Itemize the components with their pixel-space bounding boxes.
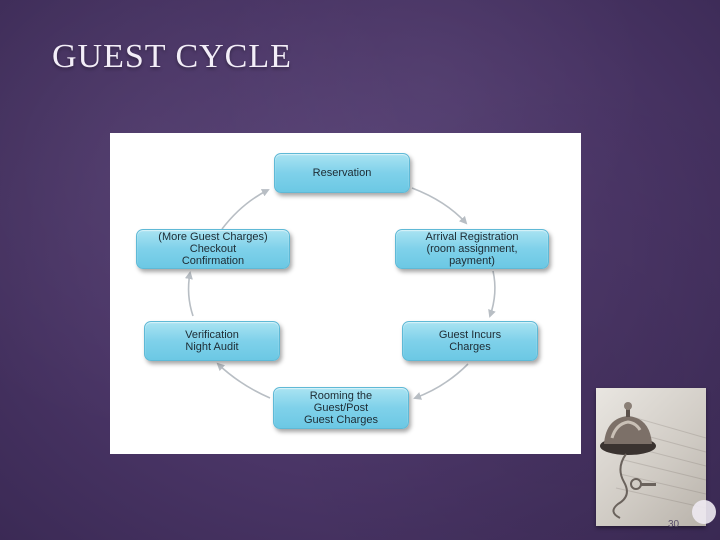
service-bell-photo <box>596 388 706 526</box>
arrow-checkout-to-reservation <box>221 189 270 230</box>
node-night-audit: Verification Night Audit <box>144 321 280 361</box>
page-number: 30 <box>668 519 680 530</box>
arrow-rooming-to-audit <box>216 362 271 399</box>
node-checkout: (More Guest Charges) Checkout Confirmati… <box>136 229 290 269</box>
guest-cycle-diagram: Reservation Arrival Registration (room a… <box>110 133 581 454</box>
arrow-charges-to-rooming <box>413 363 469 400</box>
page-number-circle <box>692 500 716 524</box>
node-rooming-guest: Rooming the Guest/Post Guest Charges <box>273 387 409 429</box>
node-reservation: Reservation <box>274 153 410 193</box>
service-bell-icon <box>600 402 706 519</box>
arrow-reservation-to-arrival <box>411 187 468 225</box>
slide-title: GUEST CYCLE <box>52 38 292 75</box>
arrow-audit-to-checkout <box>184 271 194 317</box>
arrow-arrival-to-charges <box>488 270 496 318</box>
node-arrival-registration: Arrival Registration (room assignment, p… <box>395 229 549 269</box>
node-guest-incurs-charges: Guest Incurs Charges <box>402 321 538 361</box>
cycle-arrows <box>184 187 496 400</box>
